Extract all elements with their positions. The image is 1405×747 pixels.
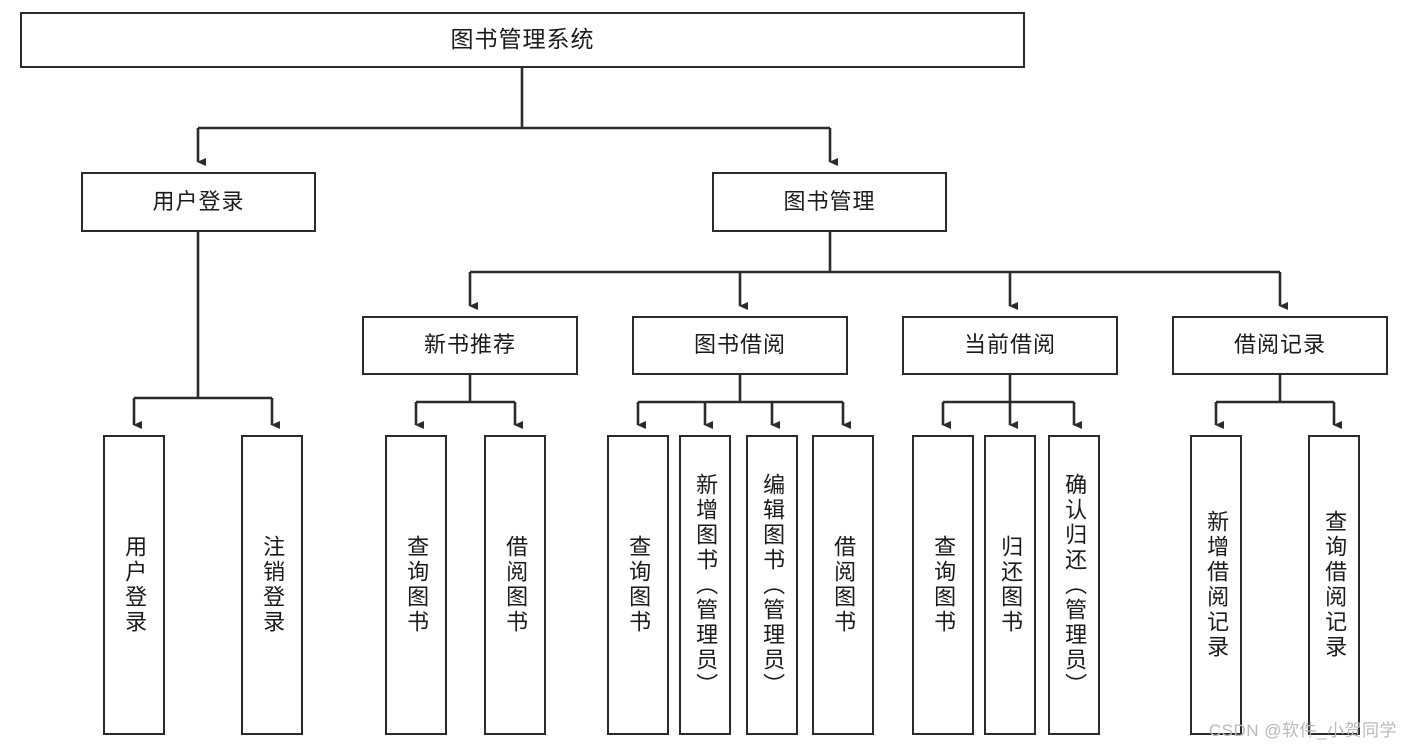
node-user-logout-label: 注销登录 xyxy=(260,535,286,635)
node-bb-query-book[interactable]: 查询图书 xyxy=(607,435,669,735)
node-cb-return-book-label: 归还图书 xyxy=(998,535,1024,635)
node-book-manage-label: 图书管理 xyxy=(783,188,876,214)
node-nbr-query-book-label: 查询图书 xyxy=(404,535,430,635)
node-br-add-record-label: 新增借阅记录 xyxy=(1204,510,1230,660)
node-book-borrow[interactable]: 图书借阅 xyxy=(632,316,848,375)
node-user-login-do[interactable]: 用户登录 xyxy=(103,435,165,735)
node-root[interactable]: 图书管理系统 xyxy=(20,12,1025,68)
node-cb-return-book[interactable]: 归还图书 xyxy=(984,435,1036,735)
node-cb-confirm-return[interactable]: 确认归还（管理员） xyxy=(1048,435,1100,735)
node-bb-edit-book[interactable]: 编辑图书（管理员） xyxy=(746,435,798,735)
node-bb-add-book-label: 新增图书（管理员） xyxy=(693,472,719,698)
node-user-login-do-label: 用户登录 xyxy=(122,535,148,635)
node-user-login-label: 用户登录 xyxy=(152,188,245,214)
node-cb-query-book[interactable]: 查询图书 xyxy=(912,435,974,735)
node-nbr-borrow-book[interactable]: 借阅图书 xyxy=(484,435,546,735)
node-current-borrow[interactable]: 当前借阅 xyxy=(902,316,1118,375)
node-cb-confirm-return-label: 确认归还（管理员） xyxy=(1062,472,1088,698)
node-user-login[interactable]: 用户登录 xyxy=(81,172,316,232)
node-nbr-borrow-book-label: 借阅图书 xyxy=(503,535,529,635)
node-br-query-record[interactable]: 查询借阅记录 xyxy=(1308,435,1360,735)
node-root-label: 图书管理系统 xyxy=(450,26,595,53)
node-bb-borrow-book[interactable]: 借阅图书 xyxy=(812,435,874,735)
node-br-query-record-label: 查询借阅记录 xyxy=(1322,510,1348,660)
node-book-manage[interactable]: 图书管理 xyxy=(712,172,947,232)
node-borrow-record-label: 借阅记录 xyxy=(1233,332,1326,358)
node-borrow-record[interactable]: 借阅记录 xyxy=(1172,316,1388,375)
node-book-borrow-label: 图书借阅 xyxy=(693,332,786,358)
node-new-book-rec[interactable]: 新书推荐 xyxy=(362,316,578,375)
node-br-add-record[interactable]: 新增借阅记录 xyxy=(1190,435,1242,735)
node-bb-query-book-label: 查询图书 xyxy=(626,535,652,635)
node-nbr-query-book[interactable]: 查询图书 xyxy=(385,435,447,735)
node-bb-add-book[interactable]: 新增图书（管理员） xyxy=(679,435,731,735)
node-bb-borrow-book-label: 借阅图书 xyxy=(831,535,857,635)
node-user-logout[interactable]: 注销登录 xyxy=(241,435,303,735)
node-new-book-rec-label: 新书推荐 xyxy=(423,332,516,358)
node-cb-query-book-label: 查询图书 xyxy=(931,535,957,635)
node-bb-edit-book-label: 编辑图书（管理员） xyxy=(760,472,786,698)
csdn-watermark: CSDN @软件_小贺同学 xyxy=(1208,721,1397,740)
node-current-borrow-label: 当前借阅 xyxy=(963,332,1056,358)
